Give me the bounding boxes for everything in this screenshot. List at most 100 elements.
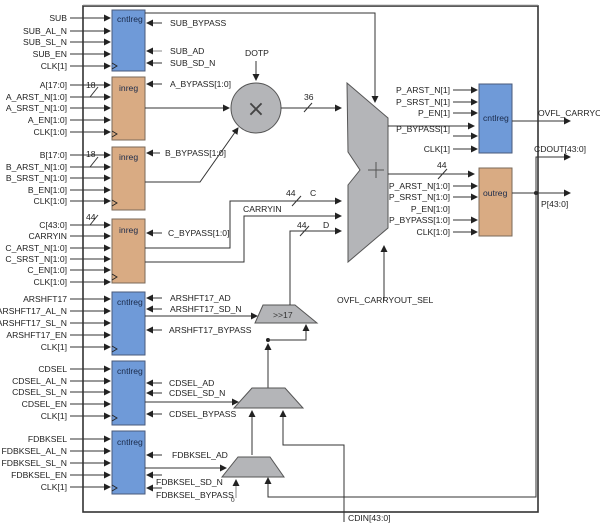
c-width-inner: 44 xyxy=(286,188,296,198)
p-output-label: P[43:0] xyxy=(541,199,568,209)
c-inreg-label: inreg xyxy=(119,225,138,235)
p-cntl-input-label: P_SRST_N[1] xyxy=(396,97,450,107)
sub-to-adder-wire xyxy=(145,12,379,103)
a-inreg-label: inreg xyxy=(119,83,138,93)
adder-width: 44 xyxy=(437,160,447,170)
input-label-arshft: ARSHFT17 xyxy=(23,294,67,304)
input-label-cdsel: CLK[1] xyxy=(41,411,67,421)
input-label-cdsel: CDSEL xyxy=(38,364,67,374)
arshft17-cntlreg-label: cntlreg xyxy=(117,297,143,307)
sub-cntlreg: cntlreg xyxy=(111,9,146,72)
clock-icon xyxy=(111,273,118,281)
p-out-input-label: P_EN[1:0] xyxy=(411,204,450,214)
p-cntlreg: cntlreg xyxy=(478,83,513,154)
input-label-arshft: ARSHFT17_AL_N xyxy=(0,306,67,316)
cdin-wire xyxy=(279,410,345,522)
input-label-sub: SUB_EN xyxy=(33,49,67,59)
input-label-b: B_SRST_N[1:0] xyxy=(6,173,67,183)
input-label-b: CLK[1:0] xyxy=(34,196,67,206)
input-label-cdsel: CDSEL_SL_N xyxy=(12,387,67,397)
sub-bypass-label: SUB_BYPASS xyxy=(170,18,226,28)
p-out-input-label: P_BYPASS[1:0] xyxy=(389,215,450,225)
d-width: 44 xyxy=(297,220,307,230)
input-label-sub: SUB_AL_N xyxy=(23,26,67,36)
p-cntl-input-label: P_ARST_N[1] xyxy=(396,85,450,95)
shift-label: >>17 xyxy=(273,310,293,320)
shift-right-17: >>17 xyxy=(254,304,319,324)
p-outreg: outreg xyxy=(478,167,513,237)
arshft17-sd-n-label: ARSHFT17_SD_N xyxy=(170,304,242,314)
b-width: 18 xyxy=(86,149,96,159)
left-inputs: SUBSUB_AL_NSUB_SL_NSUB_ENCLK[1]A[17:0]A_… xyxy=(0,13,111,492)
input-label-c: C_ARST_N[1:0] xyxy=(5,243,67,253)
input-label-fdbksel: FDBKSEL xyxy=(28,434,67,444)
clock-icon xyxy=(111,345,118,353)
input-label-a: CLK[1:0] xyxy=(34,127,67,137)
p-cntlreg-label: cntlreg xyxy=(483,113,509,123)
input-label-c: CLK[1:0] xyxy=(34,277,67,287)
input-label-a: A[17:0] xyxy=(40,80,67,90)
sub-cntlreg-label: cntlreg xyxy=(117,14,143,24)
carryin-wire-label: CARRYIN xyxy=(243,204,282,214)
b-bypass-label: B_BYPASS[1:0] xyxy=(165,148,226,158)
input-label-cdsel: CDSEL_AL_N xyxy=(12,376,67,386)
cdsel-mux xyxy=(232,387,305,409)
block-boundary xyxy=(82,5,539,513)
input-label-sub: CLK[1] xyxy=(41,61,67,71)
bypass-inputs: SUB_BYPASS SUB_AD SUB_SD_N A_BYPASS[1:0]… xyxy=(146,18,252,504)
dotp-label: DOTP xyxy=(245,48,269,58)
cdout-wire xyxy=(535,153,571,193)
p-register-inputs: P_ARST_N[1]P_SRST_N[1]P_EN[1]P_BYPASS[1]… xyxy=(389,85,478,237)
cdsel-cntlreg-label: cntlreg xyxy=(117,366,143,376)
p-out-input-label: CLK[1:0] xyxy=(417,227,450,237)
ovfl-carryout-sel-label: OVFL_CARRYOUT_SEL xyxy=(337,295,434,305)
d-wire-label: D xyxy=(323,220,329,230)
cdsel-sd-n-label: CDSEL_SD_N xyxy=(169,388,225,398)
cdin-label: CDIN[43:0] xyxy=(348,513,391,523)
p-cntl-input-label: CLK[1] xyxy=(424,144,450,154)
input-label-arshft: ARSHFT17_SL_N xyxy=(0,318,67,328)
clock-icon xyxy=(111,62,118,70)
input-label-fdbksel: FDBKSEL_EN xyxy=(11,470,67,480)
input-label-arshft: CLK[1] xyxy=(41,342,67,352)
input-label-c: C_SRST_N[1:0] xyxy=(5,254,67,264)
p-out-input-label: P_ARST_N[1:0] xyxy=(389,181,450,191)
multiplier: × xyxy=(230,82,282,134)
input-label-fdbksel: FDBKSEL_AL_N xyxy=(2,446,67,456)
cdout-label: CDOUT[43:0] xyxy=(534,144,586,154)
input-label-c: C[43:0] xyxy=(39,220,67,230)
fdbksel-cntlreg-label: cntlreg xyxy=(117,437,143,447)
input-label-c: C_EN[1:0] xyxy=(27,265,67,275)
input-label-arshft: ARSHFT17_EN xyxy=(6,330,67,340)
input-label-b: B_EN[1:0] xyxy=(28,185,67,195)
multiply-icon: × xyxy=(247,97,265,122)
input-label-a: A_SRST_N[1:0] xyxy=(6,103,67,113)
fdbksel-bypass-label: FDBKSEL_BYPASS xyxy=(156,490,234,500)
sub-ad-label: SUB_AD xyxy=(170,46,204,56)
input-label-fdbksel: CLK[1] xyxy=(41,482,67,492)
c-wire-label: C xyxy=(310,188,316,198)
clock-icon xyxy=(111,199,118,207)
carryin-to-adder-wire xyxy=(145,212,342,263)
p-cntl-input-label: P_BYPASS[1] xyxy=(396,124,450,134)
arshft17-ad-label: ARSHFT17_AD xyxy=(170,293,231,303)
d-to-adder-wire xyxy=(289,227,342,293)
a-width: 18 xyxy=(86,80,96,90)
adder xyxy=(346,81,389,264)
input-label-b: B[17:0] xyxy=(40,150,67,160)
cdsel-ad-label: CDSEL_AD xyxy=(169,378,214,388)
clock-icon xyxy=(111,414,118,422)
a-inreg: inreg xyxy=(111,76,146,141)
input-label-cdsel: CDSEL_EN xyxy=(22,399,67,409)
input-label-c: CARRYIN xyxy=(28,231,67,241)
input-label-fdbksel: FDBKSEL_SL_N xyxy=(2,458,67,468)
fdbksel-sd-n-label: FDBKSEL_SD_N xyxy=(156,477,223,487)
clock-icon xyxy=(111,484,118,492)
feedback-wire xyxy=(264,193,537,498)
fdbksel-cntlreg: cntlreg xyxy=(111,430,146,495)
c-to-adder-wire xyxy=(145,197,342,249)
input-label-sub: SUB_SL_N xyxy=(23,37,67,47)
b-inreg-label: inreg xyxy=(119,152,138,162)
p-outreg-label: outreg xyxy=(483,188,508,198)
sub-sd-n-label: SUB_SD_N xyxy=(170,58,215,68)
